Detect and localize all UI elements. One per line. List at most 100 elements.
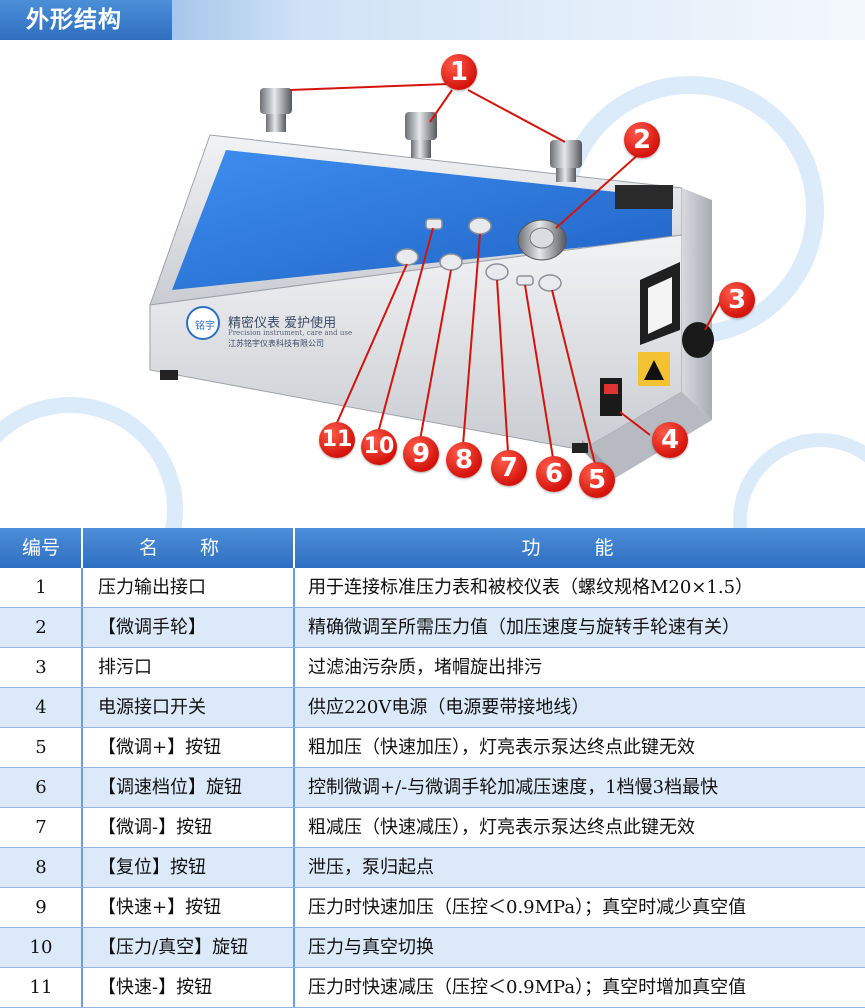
row-number: 8 — [35, 857, 47, 878]
callout-6: 6 — [536, 456, 572, 492]
callout-10: 10 — [361, 429, 397, 465]
table-row: 1 压力输出接口 用于连接标准压力表和被校仪表（螺纹规格M20×1.5） — [0, 568, 865, 608]
row-function: 粗减压（快速减压），灯亮表示泵达终点此键无效 — [308, 817, 695, 838]
row-number: 11 — [29, 977, 53, 998]
row-name: 【微调-】按钮 — [98, 817, 213, 838]
row-divider — [0, 767, 865, 768]
section-title: 外形结构 — [0, 0, 172, 40]
table-row: 8 【复位】按钮 泄压，泵归起点 — [0, 848, 865, 888]
row-divider — [0, 647, 865, 648]
drain-knob — [682, 322, 714, 358]
row-divider — [0, 727, 865, 728]
column-divider — [293, 968, 295, 1008]
logo-seal — [186, 306, 220, 340]
row-name: 【快速+】按钮 — [98, 897, 222, 918]
column-divider — [81, 728, 83, 768]
header-function: 功 能 — [521, 537, 638, 559]
column-divider — [81, 928, 83, 968]
header-divider — [81, 528, 83, 568]
reset-button-shape — [468, 217, 492, 235]
device-bottom-edge — [582, 392, 712, 480]
device-company: 江苏铭宇仪表科技有限公司 — [228, 339, 324, 348]
column-divider — [293, 688, 295, 728]
header-name: 名 称 — [138, 537, 238, 559]
table-row: 10【压力/真空】旋钮压力与真空切换 — [0, 928, 865, 968]
column-divider — [293, 648, 295, 688]
watermark-ring — [0, 397, 183, 528]
component-table: 编号 名 称 功 能 1 压力输出接口 用于连接标准压力表和被校仪表（螺纹规格M20… — [0, 528, 865, 1008]
device-drawing — [0, 76, 865, 528]
table-header: 编号 名 称 功 能 — [0, 528, 865, 568]
table-row: 11【快速-】按钮压力时快速减压（压控＜0.9MPa）；真空时增加真空值 — [0, 968, 865, 1008]
device-logo-text: 铭宇 — [195, 321, 215, 332]
callout-7: 7 — [491, 450, 527, 486]
row-function: 压力与真空切换 — [308, 937, 434, 958]
row-divider — [0, 927, 865, 928]
table-row: 9【快速+】按钮压力时快速加压（压控＜0.9MPa）；真空时减少真空值 — [0, 888, 865, 928]
column-divider — [81, 888, 83, 928]
callout-4: 4 — [652, 422, 688, 458]
row-function: 泄压，泵归起点 — [308, 857, 434, 878]
table-row: 7 【微调-】按钮 粗减压（快速减压），灯亮表示泵达终点此键无效 — [0, 808, 865, 848]
warning-triangle-icon — [644, 360, 664, 380]
table-row: 2【微调手轮】精确微调至所需压力值（加压速度与旋转手轮速有关） — [0, 608, 865, 648]
column-divider — [81, 648, 83, 688]
row-function: 压力时快速加压（压控＜0.9MPa）；真空时减少真空值 — [308, 897, 747, 918]
row-number: 5 — [35, 737, 47, 758]
device-blue-panel — [172, 150, 672, 290]
row-name: 电源接口开关 — [98, 697, 206, 718]
device-foot — [160, 370, 178, 380]
row-divider — [0, 607, 865, 608]
side-window-inner — [648, 277, 672, 334]
callout-9: 9 — [403, 436, 439, 472]
row-number: 6 — [35, 777, 47, 798]
header-no: 编号 — [21, 537, 60, 559]
callout-2: 2 — [624, 122, 660, 158]
row-name: 【微调+】按钮 — [98, 737, 222, 758]
column-divider — [293, 808, 295, 848]
device-foot — [572, 443, 588, 453]
row-name: 压力输出接口 — [98, 577, 206, 598]
column-divider — [293, 568, 295, 608]
column-divider — [81, 968, 83, 1008]
row-number: 4 — [35, 697, 47, 718]
device-display-window — [615, 185, 673, 209]
fast-minus-button-shape — [395, 248, 419, 266]
fine-plus-button-shape — [538, 274, 562, 292]
device-right-side — [682, 188, 712, 420]
column-divider — [81, 688, 83, 728]
callout-1: 1 — [441, 54, 477, 90]
row-number: 7 — [35, 817, 47, 838]
device-slogan: 精密仪表 爱护使用 — [228, 316, 337, 331]
row-divider — [0, 847, 865, 848]
row-name: 【调速档位】旋钮 — [98, 777, 242, 798]
column-divider — [81, 768, 83, 808]
row-name: 【复位】按钮 — [98, 857, 206, 878]
row-divider — [0, 687, 865, 688]
speed-knob-shape — [516, 275, 534, 286]
row-function: 粗加压（快速加压），灯亮表示泵达终点此键无效 — [308, 737, 695, 758]
row-name: 排污口 — [98, 657, 152, 678]
column-divider — [81, 848, 83, 888]
fast-plus-button-shape — [439, 253, 463, 271]
table-row: 6 【调速档位】旋钮 控制微调+/-与微调手轮加减压速度，1档慢3档最快 — [0, 768, 865, 808]
row-number: 1 — [35, 577, 47, 598]
row-name: 【快速-】按钮 — [98, 977, 213, 998]
row-function: 控制微调+/-与微调手轮加减压速度，1档慢3档最快 — [308, 777, 719, 798]
column-divider — [293, 728, 295, 768]
callout-8: 8 — [446, 442, 482, 478]
column-divider — [293, 608, 295, 648]
row-name: 【压力/真空】旋钮 — [98, 937, 249, 958]
column-divider — [293, 768, 295, 808]
callout-leaders — [289, 83, 721, 465]
row-function: 用于连接标准压力表和被校仪表（螺纹规格M20×1.5） — [308, 577, 754, 598]
row-function: 精确微调至所需压力值（加压速度与旋转手轮速有关） — [308, 617, 740, 638]
row-function: 过滤油污杂质，堵帽旋出排污 — [308, 657, 542, 678]
callout-11: 11 — [319, 422, 355, 458]
watermark-ring — [733, 433, 865, 528]
row-divider — [0, 967, 865, 968]
column-divider — [81, 808, 83, 848]
row-number: 2 — [35, 617, 47, 638]
